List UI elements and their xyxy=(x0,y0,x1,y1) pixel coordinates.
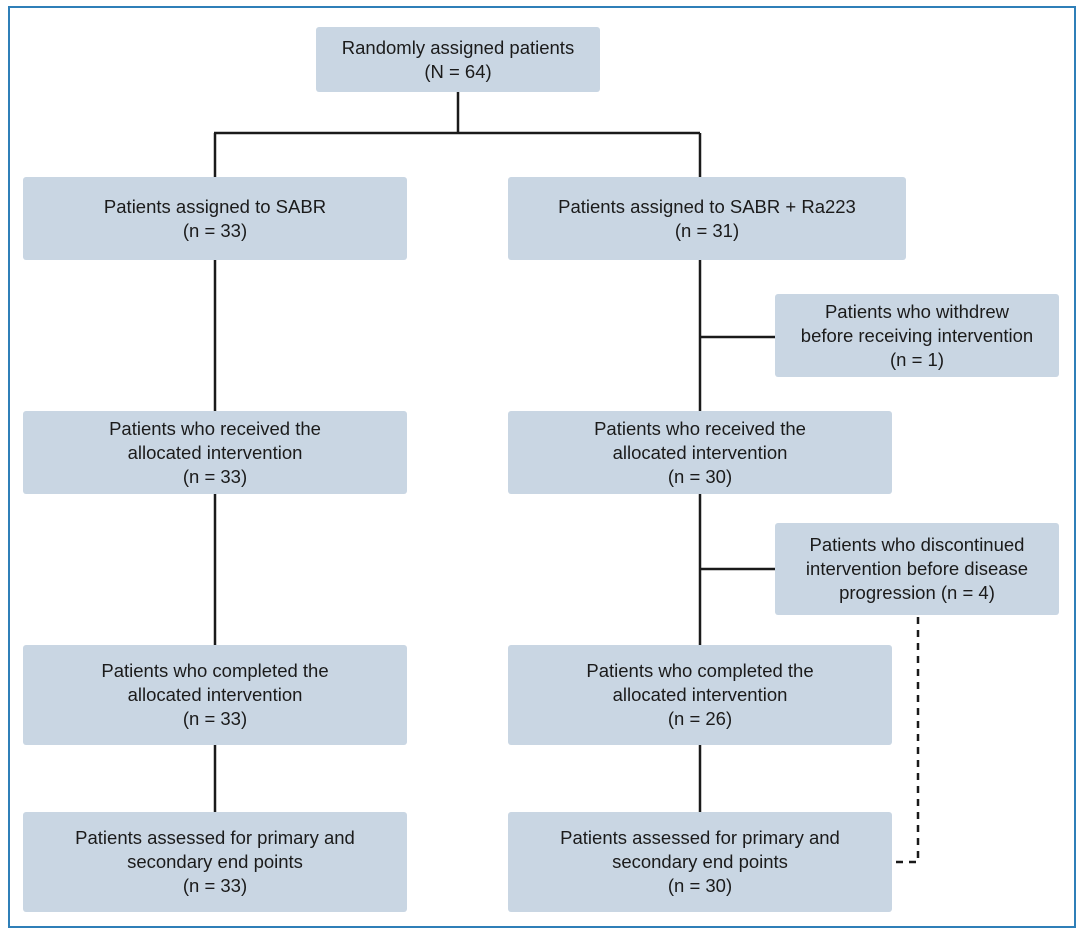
node-line: Patients who completed the xyxy=(586,660,814,681)
node-sabr-completed: Patients who completed the allocated int… xyxy=(23,645,407,745)
node-line: allocated intervention xyxy=(612,441,788,463)
node-line: intervention before disease xyxy=(805,558,1029,579)
node-ra-assigned: Patients assigned to SABR + Ra223 (n = 3… xyxy=(508,177,906,260)
node-ra-withdrew: Patients who withdrew before receiving i… xyxy=(775,294,1059,377)
node-line: (n = 33) xyxy=(182,219,248,241)
node-sabr-received: Patients who received the allocated inte… xyxy=(23,411,407,494)
node-ra-assessed: Patients assessed for primary and second… xyxy=(508,812,892,912)
node-line: (n = 31) xyxy=(674,219,740,241)
node-line: allocated intervention xyxy=(612,684,788,705)
node-line: (n = 30) xyxy=(667,875,733,896)
node-ra-completed: Patients who completed the allocated int… xyxy=(508,645,892,745)
node-line: Patients assigned to SABR xyxy=(103,195,327,217)
node-line: Patients assigned to SABR + Ra223 xyxy=(558,195,856,217)
node-line: allocated intervention xyxy=(127,441,303,463)
node-line: Randomly assigned patients xyxy=(341,36,575,58)
node-line: (n = 33) xyxy=(182,465,248,487)
node-line: Patients who withdrew xyxy=(824,300,1010,322)
node-line: (n = 33) xyxy=(182,708,248,729)
node-line: (n = 30) xyxy=(667,465,733,487)
node-line: secondary end points xyxy=(127,851,303,872)
node-line: (n = 33) xyxy=(182,875,248,896)
node-line: (n = 26) xyxy=(667,708,733,729)
node-ra-discontinued: Patients who discontinued intervention b… xyxy=(775,523,1059,615)
node-line: (n = 1) xyxy=(890,348,944,370)
node-randomized: Randomly assigned patients (N = 64) xyxy=(316,27,600,92)
node-sabr-assigned: Patients assigned to SABR (n = 33) xyxy=(23,177,407,260)
node-line: Patients who discontinued xyxy=(809,534,1025,555)
node-line: secondary end points xyxy=(612,851,788,872)
node-line: allocated intervention xyxy=(127,684,303,705)
node-line: Patients assessed for primary and xyxy=(75,827,355,848)
node-line: Patients who received the xyxy=(109,417,321,439)
node-line: Patients assessed for primary and xyxy=(560,827,840,848)
node-line: Patients who received the xyxy=(594,417,806,439)
node-ra-received: Patients who received the allocated inte… xyxy=(508,411,892,494)
connector-discontinued-to-assessed-dashed xyxy=(893,617,920,864)
node-line: before receiving intervention xyxy=(800,324,1034,346)
node-sabr-assessed: Patients assessed for primary and second… xyxy=(23,812,407,912)
node-line: Patients who completed the xyxy=(101,660,329,681)
node-line: progression (n = 4) xyxy=(839,582,995,603)
node-line: (N = 64) xyxy=(424,60,492,82)
